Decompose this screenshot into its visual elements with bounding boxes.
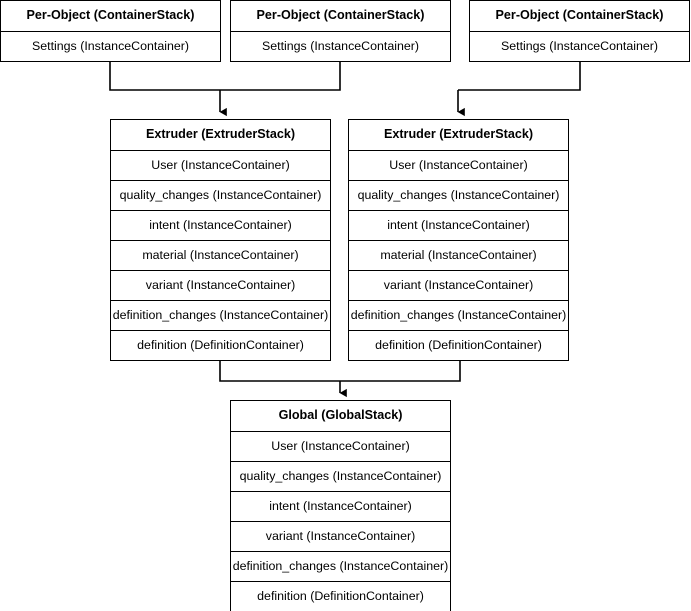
extruder-stack-1-row: material (InstanceContainer) (111, 240, 330, 270)
extruder-stack-1-row: quality_changes (InstanceContainer) (111, 180, 330, 210)
edge-per-object-1-2-to-extruder-1 (109, 60, 341, 117)
extruder-stack-1-row: variant (InstanceContainer) (111, 270, 330, 300)
extruder-stack-2-row: definition_changes (InstanceContainer) (349, 300, 568, 330)
global-stack-row: quality_changes (InstanceContainer) (231, 461, 450, 491)
per-object-stack-3-row: Settings (InstanceContainer) (470, 31, 689, 61)
global-stack-row: definition_changes (InstanceContainer) (231, 551, 450, 581)
per-object-stack-3-header: Per-Object (ContainerStack) (470, 1, 689, 31)
extruder-stack-1-header: Extruder (ExtruderStack) (111, 120, 330, 150)
extruder-stack-1-row: definition (DefinitionContainer) (111, 330, 330, 360)
global-stack-row: definition (DefinitionContainer) (231, 581, 450, 611)
extruder-stack-2: Extruder (ExtruderStack)User (InstanceCo… (348, 119, 569, 361)
per-object-stack-2: Per-Object (ContainerStack)Settings (Ins… (230, 0, 451, 62)
global-stack: Global (GlobalStack)User (InstanceContai… (230, 400, 451, 611)
global-stack-row: User (InstanceContainer) (231, 431, 450, 461)
per-object-stack-1-header: Per-Object (ContainerStack) (1, 1, 220, 31)
global-stack-header: Global (GlobalStack) (231, 401, 450, 431)
extruder-stack-2-row: quality_changes (InstanceContainer) (349, 180, 568, 210)
extruder-stack-2-row: material (InstanceContainer) (349, 240, 568, 270)
extruder-stack-2-row: definition (DefinitionContainer) (349, 330, 568, 360)
per-object-stack-1: Per-Object (ContainerStack)Settings (Ins… (0, 0, 221, 62)
extruder-stack-1-row: definition_changes (InstanceContainer) (111, 300, 330, 330)
edge-per-object-3-to-extruder-2 (457, 60, 581, 117)
edge-extruders-to-global-stack (219, 360, 461, 398)
extruder-stack-1-row: User (InstanceContainer) (111, 150, 330, 180)
extruder-stack-1-row: intent (InstanceContainer) (111, 210, 330, 240)
per-object-stack-1-row: Settings (InstanceContainer) (1, 31, 220, 61)
per-object-stack-3: Per-Object (ContainerStack)Settings (Ins… (469, 0, 690, 62)
global-stack-row: intent (InstanceContainer) (231, 491, 450, 521)
extruder-stack-1: Extruder (ExtruderStack)User (InstanceCo… (110, 119, 331, 361)
extruder-stack-2-row: User (InstanceContainer) (349, 150, 568, 180)
per-object-stack-2-row: Settings (InstanceContainer) (231, 31, 450, 61)
extruder-stack-2-row: variant (InstanceContainer) (349, 270, 568, 300)
extruder-stack-2-header: Extruder (ExtruderStack) (349, 120, 568, 150)
global-stack-row: variant (InstanceContainer) (231, 521, 450, 551)
extruder-stack-2-row: intent (InstanceContainer) (349, 210, 568, 240)
per-object-stack-2-header: Per-Object (ContainerStack) (231, 1, 450, 31)
